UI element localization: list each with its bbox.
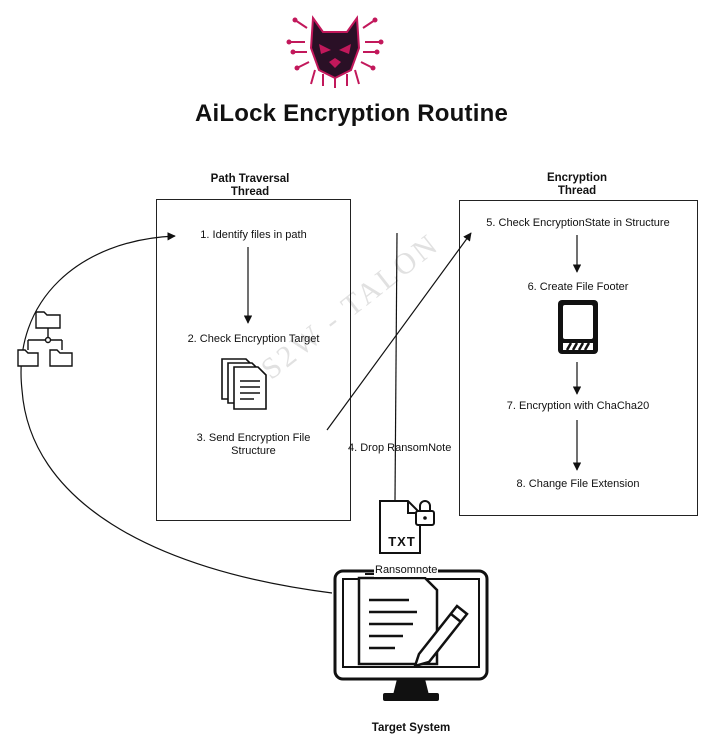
arrow-target-to-step1 <box>20 232 333 594</box>
path-thread-header-line2: Thread <box>230 186 270 198</box>
line-drop-ransomnote <box>394 232 398 501</box>
drop-ransomnote-label: 4. Drop RansomNote <box>348 442 452 454</box>
encryption-thread-header-line2: Thread <box>557 185 597 197</box>
step-3-line2: Structure <box>231 445 276 457</box>
documents-icon <box>216 355 276 413</box>
step-1: 1. Identify files in path <box>200 229 307 241</box>
talon-logo <box>285 8 385 88</box>
step-6: 6. Create File Footer <box>527 281 629 293</box>
folder-tree-icon <box>14 308 76 370</box>
ransomnote-document-icon <box>355 572 470 668</box>
step-8: 8. Change File Extension <box>516 478 640 490</box>
path-thread-header-line1: Path Traversal <box>210 173 290 185</box>
encryption-thread-box <box>459 200 698 516</box>
step-2: 2. Check Encryption Target <box>187 333 320 345</box>
step-5: 5. Check EncryptionState in Structure <box>486 217 670 229</box>
encryption-thread-header-line1: Encryption <box>546 172 608 184</box>
file-footer-icon <box>556 298 600 356</box>
step-3-line1: 3. Send Encryption File <box>196 432 311 444</box>
target-system-label: Target System <box>371 722 451 734</box>
arrow-step3-to-step5 <box>326 232 472 431</box>
path-thread-header: Path Traversal Thread <box>180 173 320 199</box>
txt-label: TXT <box>388 534 416 549</box>
txt-lock-icon <box>376 497 438 557</box>
ransomnote-label: Ransomnote <box>374 564 439 577</box>
page-title: AiLock Encryption Routine <box>194 100 508 127</box>
encryption-thread-header: Encryption Thread <box>507 172 647 198</box>
path-thread-box <box>156 199 351 521</box>
step-7: 7. Encryption with ChaCha20 <box>506 400 650 412</box>
